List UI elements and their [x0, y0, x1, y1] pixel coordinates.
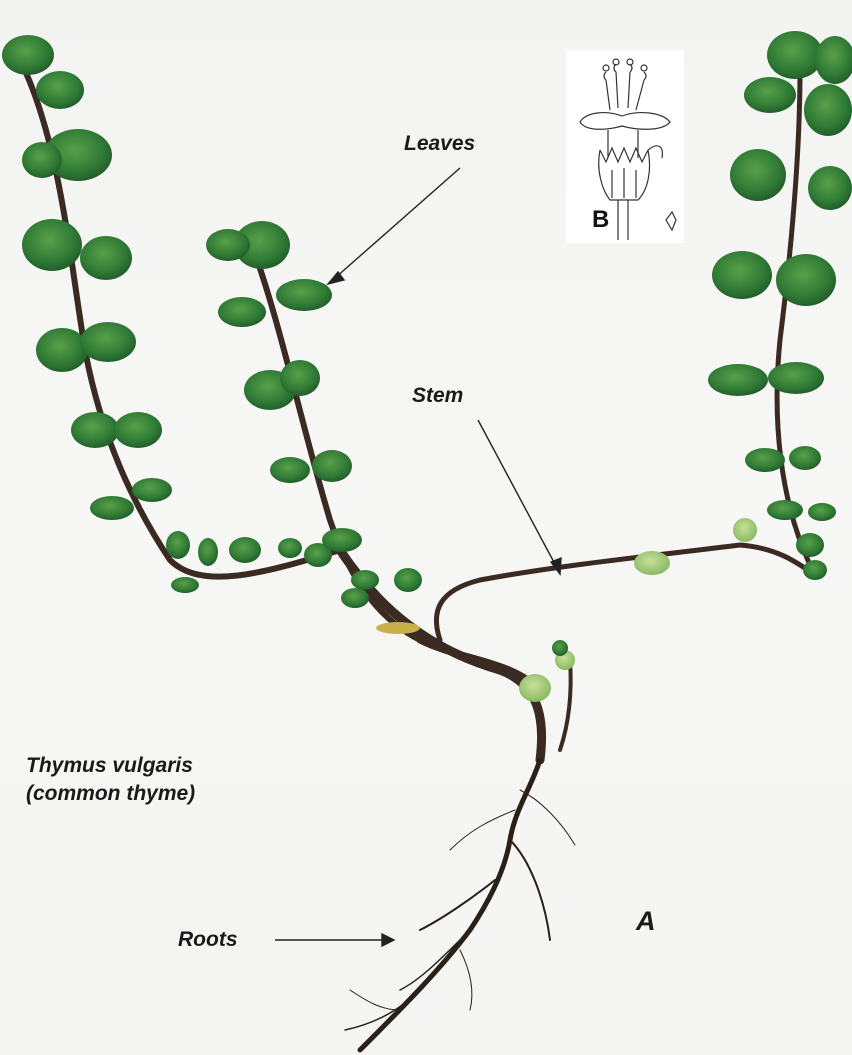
panel-b-label: B: [592, 206, 609, 234]
panel-a-label: A: [636, 906, 656, 937]
stem-label: Stem: [412, 384, 463, 408]
roots-label: Roots: [178, 928, 238, 952]
flower-inset-panel: B: [566, 50, 684, 243]
stems: [20, 60, 815, 760]
roots: [345, 760, 575, 1050]
flower-line-drawing: [566, 50, 684, 243]
common-name: (common thyme): [26, 780, 195, 808]
leaves-label: Leaves: [404, 132, 475, 156]
species-caption: Thymus vulgaris (common thyme): [26, 752, 195, 808]
scientific-name: Thymus vulgaris: [26, 752, 195, 780]
